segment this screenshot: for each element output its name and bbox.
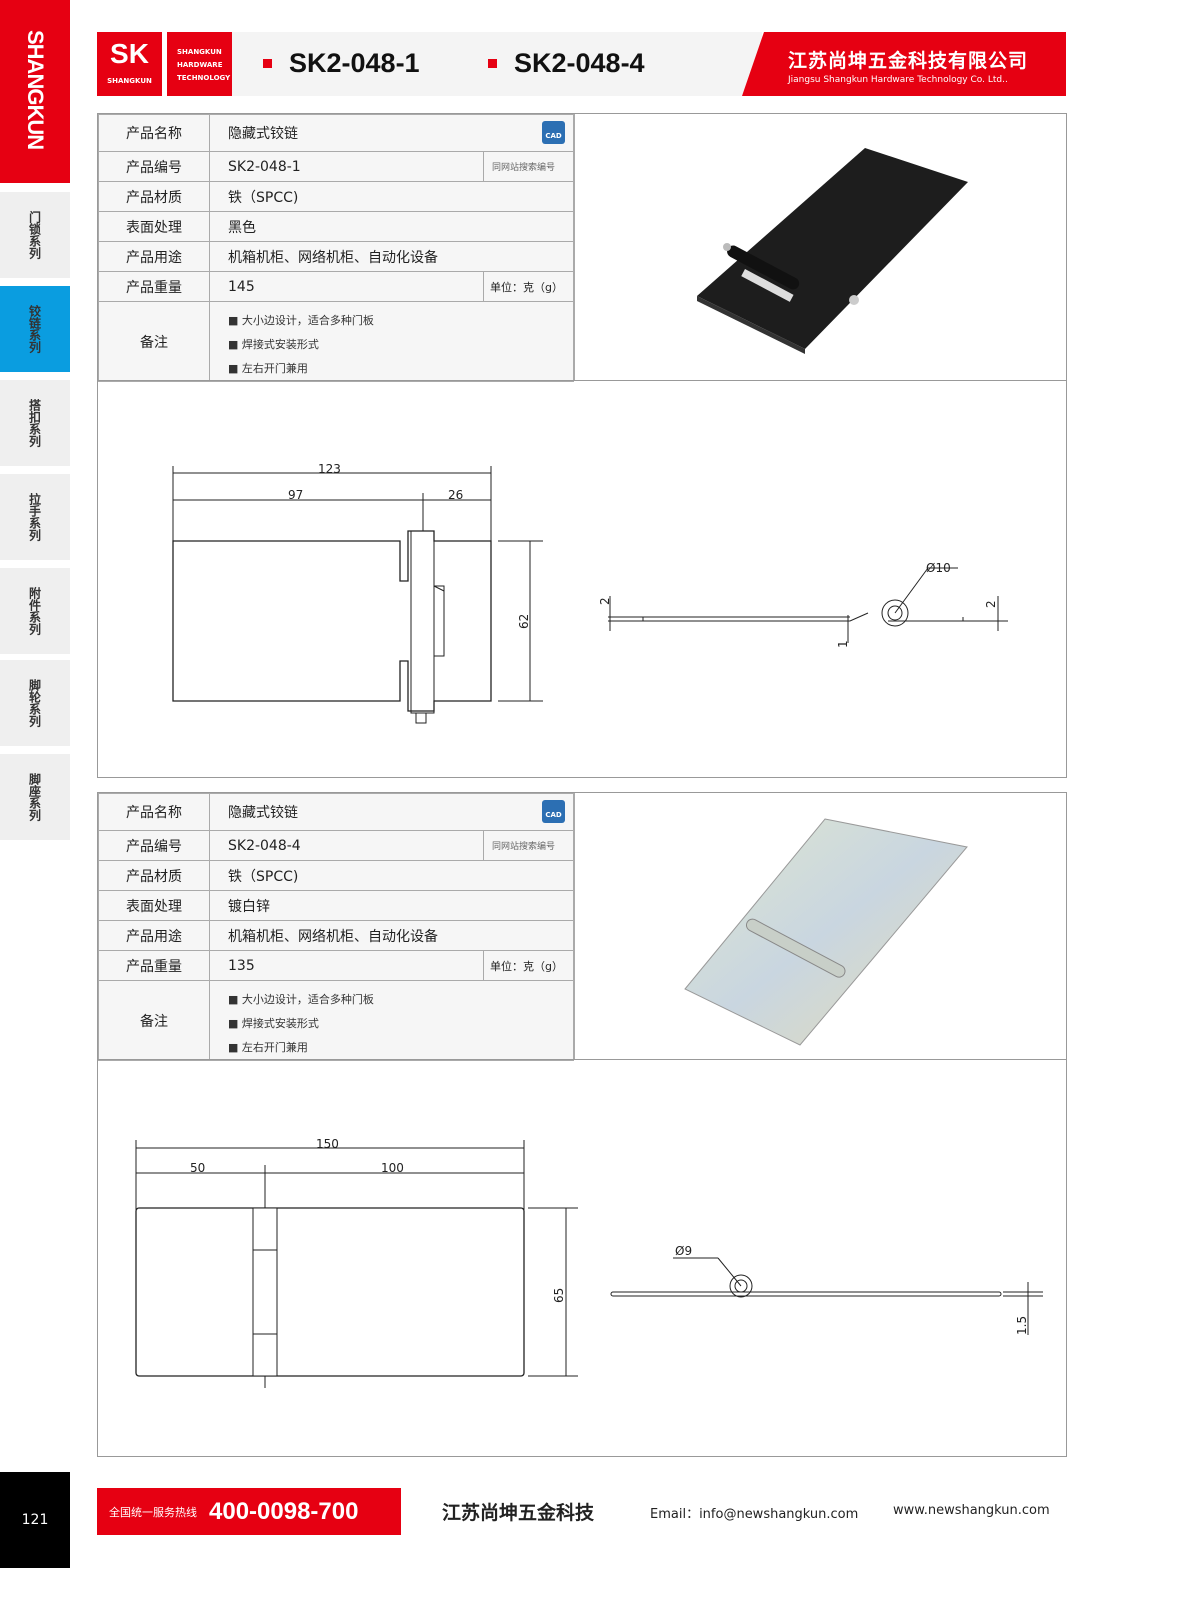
dim-left: 50 <box>190 1161 205 1175</box>
sidebar-brand: SHANGKUN <box>0 0 70 183</box>
dim-right: 26 <box>448 488 463 502</box>
sidebar-tab-handle[interactable]: 拉手系列 <box>0 474 70 560</box>
dim-thick-1: 2 <box>598 597 612 605</box>
dim-height: 65 <box>552 1288 566 1303</box>
header-band <box>232 32 762 96</box>
dim-left: 97 <box>288 488 303 502</box>
technical-drawing-2: 150 50 100 65 Ø9 1.5 <box>98 1059 1066 1457</box>
cad-download-icon[interactable]: CAD <box>542 800 565 823</box>
dim-thick: 1.5 <box>1015 1316 1029 1335</box>
cad-download-icon[interactable]: CAD <box>542 121 565 144</box>
dim-total: 150 <box>316 1137 339 1151</box>
product-photo-1 <box>574 114 1066 380</box>
sidebar-tab-hinge[interactable]: 铰链系列 <box>0 286 70 372</box>
page-number: 121 <box>0 1472 70 1568</box>
sidebar-tab-foot[interactable]: 脚座系列 <box>0 754 70 840</box>
dim-thick-2: 2 <box>984 600 998 608</box>
technical-drawing-1: 123 97 26 62 Ø10 2 2 1 <box>98 380 1066 778</box>
product-photo-2 <box>574 793 1066 1059</box>
footer-company: 江苏尚坤五金科技 <box>442 1502 595 1524</box>
hotline-number: 400-0098-700 <box>209 1497 359 1525</box>
dim-right: 100 <box>381 1161 404 1175</box>
model-title-2: SK2-048-4 <box>488 48 645 79</box>
dim-total: 123 <box>318 462 341 476</box>
dim-pin: Ø9 <box>675 1244 692 1258</box>
footer-email[interactable]: Email：info@newshangkun.com <box>650 1507 859 1522</box>
footer-website[interactable]: www.newshangkun.com <box>893 1503 1050 1518</box>
model-title-1: SK2-048-1 <box>263 48 420 79</box>
dim-pin: Ø10 <box>926 561 951 575</box>
dim-gap: 1 <box>836 640 850 648</box>
sidebar-tab-caster[interactable]: 脚轮系列 <box>0 660 70 746</box>
dim-height: 62 <box>517 614 531 629</box>
sidebar-tab-accessory[interactable]: 附件系列 <box>0 568 70 654</box>
sidebar-tab-hasp[interactable]: 搭扣系列 <box>0 380 70 466</box>
sidebar-tab-door-lock[interactable]: 门锁系列 <box>0 192 70 278</box>
